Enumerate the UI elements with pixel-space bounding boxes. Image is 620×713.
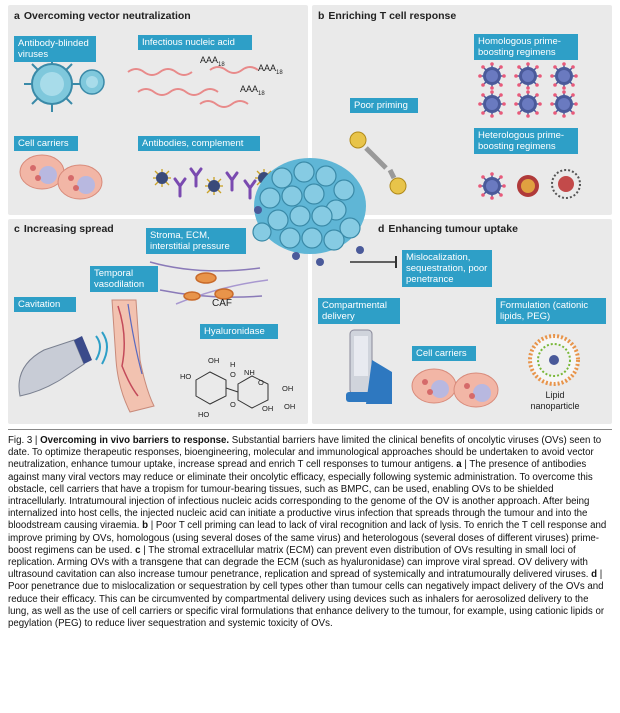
label-mislocalization: Mislocalization, sequestration, poor pen… (402, 250, 492, 287)
caption-b-text: | Poor T cell priming can lead to lack o… (8, 520, 607, 556)
caption-a-text: | The presence of antibodies against man… (8, 459, 593, 532)
label-temporal-vasodilation: Temporal vasodilation (90, 266, 158, 292)
aaa-1: AAA18 (200, 55, 225, 68)
inhibition-arrow-icon (350, 256, 397, 268)
caption-title: Overcoming in vivo barriers to response. (40, 435, 230, 446)
label-homologous: Homologous prime-boosting regimens (474, 34, 578, 60)
aaa-2: AAA18 (258, 63, 283, 76)
label-infectious-nucleic-acid: Infectious nucleic acid (138, 35, 252, 50)
label-antibodies-complement: Antibodies, complement (138, 136, 260, 151)
homologous-virus-icons (477, 61, 579, 119)
ultrasound-probe-icon (18, 331, 108, 397)
figure-illustration (18, 56, 581, 413)
chem-o-1: O (230, 370, 236, 379)
antibody-blinded-virus-icon (24, 56, 105, 112)
caption-intro: Substantial barriers have limited the cl… (8, 435, 602, 471)
nucleic-acid-icon (127, 66, 259, 108)
caption-rule (8, 429, 612, 430)
chem-oh-1: OH (208, 356, 220, 365)
t-cell-icon (349, 131, 407, 195)
caption-b-letter: b (142, 520, 148, 532)
tumour-mass-icon (252, 158, 366, 266)
caption-c-letter: c (135, 544, 141, 556)
chem-oh-3: OH (284, 402, 296, 411)
cell-carriers-a-icon (19, 154, 103, 200)
label-cell-carriers-d: Cell carriers (412, 346, 476, 361)
chem-nh: NH (244, 368, 255, 377)
label-heterologous: Heterologous prime-boosting regimens (474, 128, 578, 154)
chem-o-2: O (258, 378, 264, 387)
chem-ho-1: HO (180, 372, 192, 381)
caption-c-text: | The stromal extracellular matrix (ECM)… (8, 544, 592, 581)
label-formulation: Formulation (cationic lipids, PEG) (496, 298, 606, 324)
label-poor-priming: Poor priming (350, 98, 418, 113)
label-cell-carriers-a: Cell carriers (14, 136, 78, 151)
inhaler-icon (346, 329, 392, 404)
heterologous-virus-icons (477, 169, 581, 201)
lipid-nanoparticle-icon (528, 334, 580, 386)
stroma-fibers-icon (149, 261, 269, 305)
aaa-3: AAA18 (240, 84, 265, 97)
label-cavitation: Cavitation (14, 297, 76, 312)
label-antibody-blinded: Antibody-blinded viruses (14, 36, 96, 62)
caption-d-text: | Poor penetrance due to mislocalization… (8, 569, 605, 630)
chem-h: H (230, 360, 236, 369)
caption-fig: Fig. 3 | (8, 435, 41, 446)
caption-a-letter: a (456, 459, 462, 471)
chem-o-3: O (230, 400, 236, 409)
label-hyaluronidase: Hyaluronidase (200, 324, 278, 339)
caption-d-letter: d (591, 569, 598, 581)
chem-oh-2: OH (282, 384, 294, 393)
chem-ho-2: HO (198, 410, 210, 419)
vasodilation-leg-icon (111, 299, 155, 413)
chem-oh-4: OH (262, 404, 274, 413)
lipid-nanoparticle-label: Lipid nanoparticle (530, 390, 580, 411)
figure-caption: Fig. 3 | Overcoming in vivo barriers to … (8, 435, 612, 630)
label-stroma: Stroma, ECM, interstitial pressure (146, 228, 246, 254)
label-compartmental-delivery: Compartmental delivery (318, 298, 400, 324)
caf-label: CAF (212, 298, 232, 309)
cell-carriers-d-icon (411, 368, 499, 408)
antibodies-icon (152, 167, 274, 200)
hyaluronidase-structure-icon (195, 371, 269, 409)
